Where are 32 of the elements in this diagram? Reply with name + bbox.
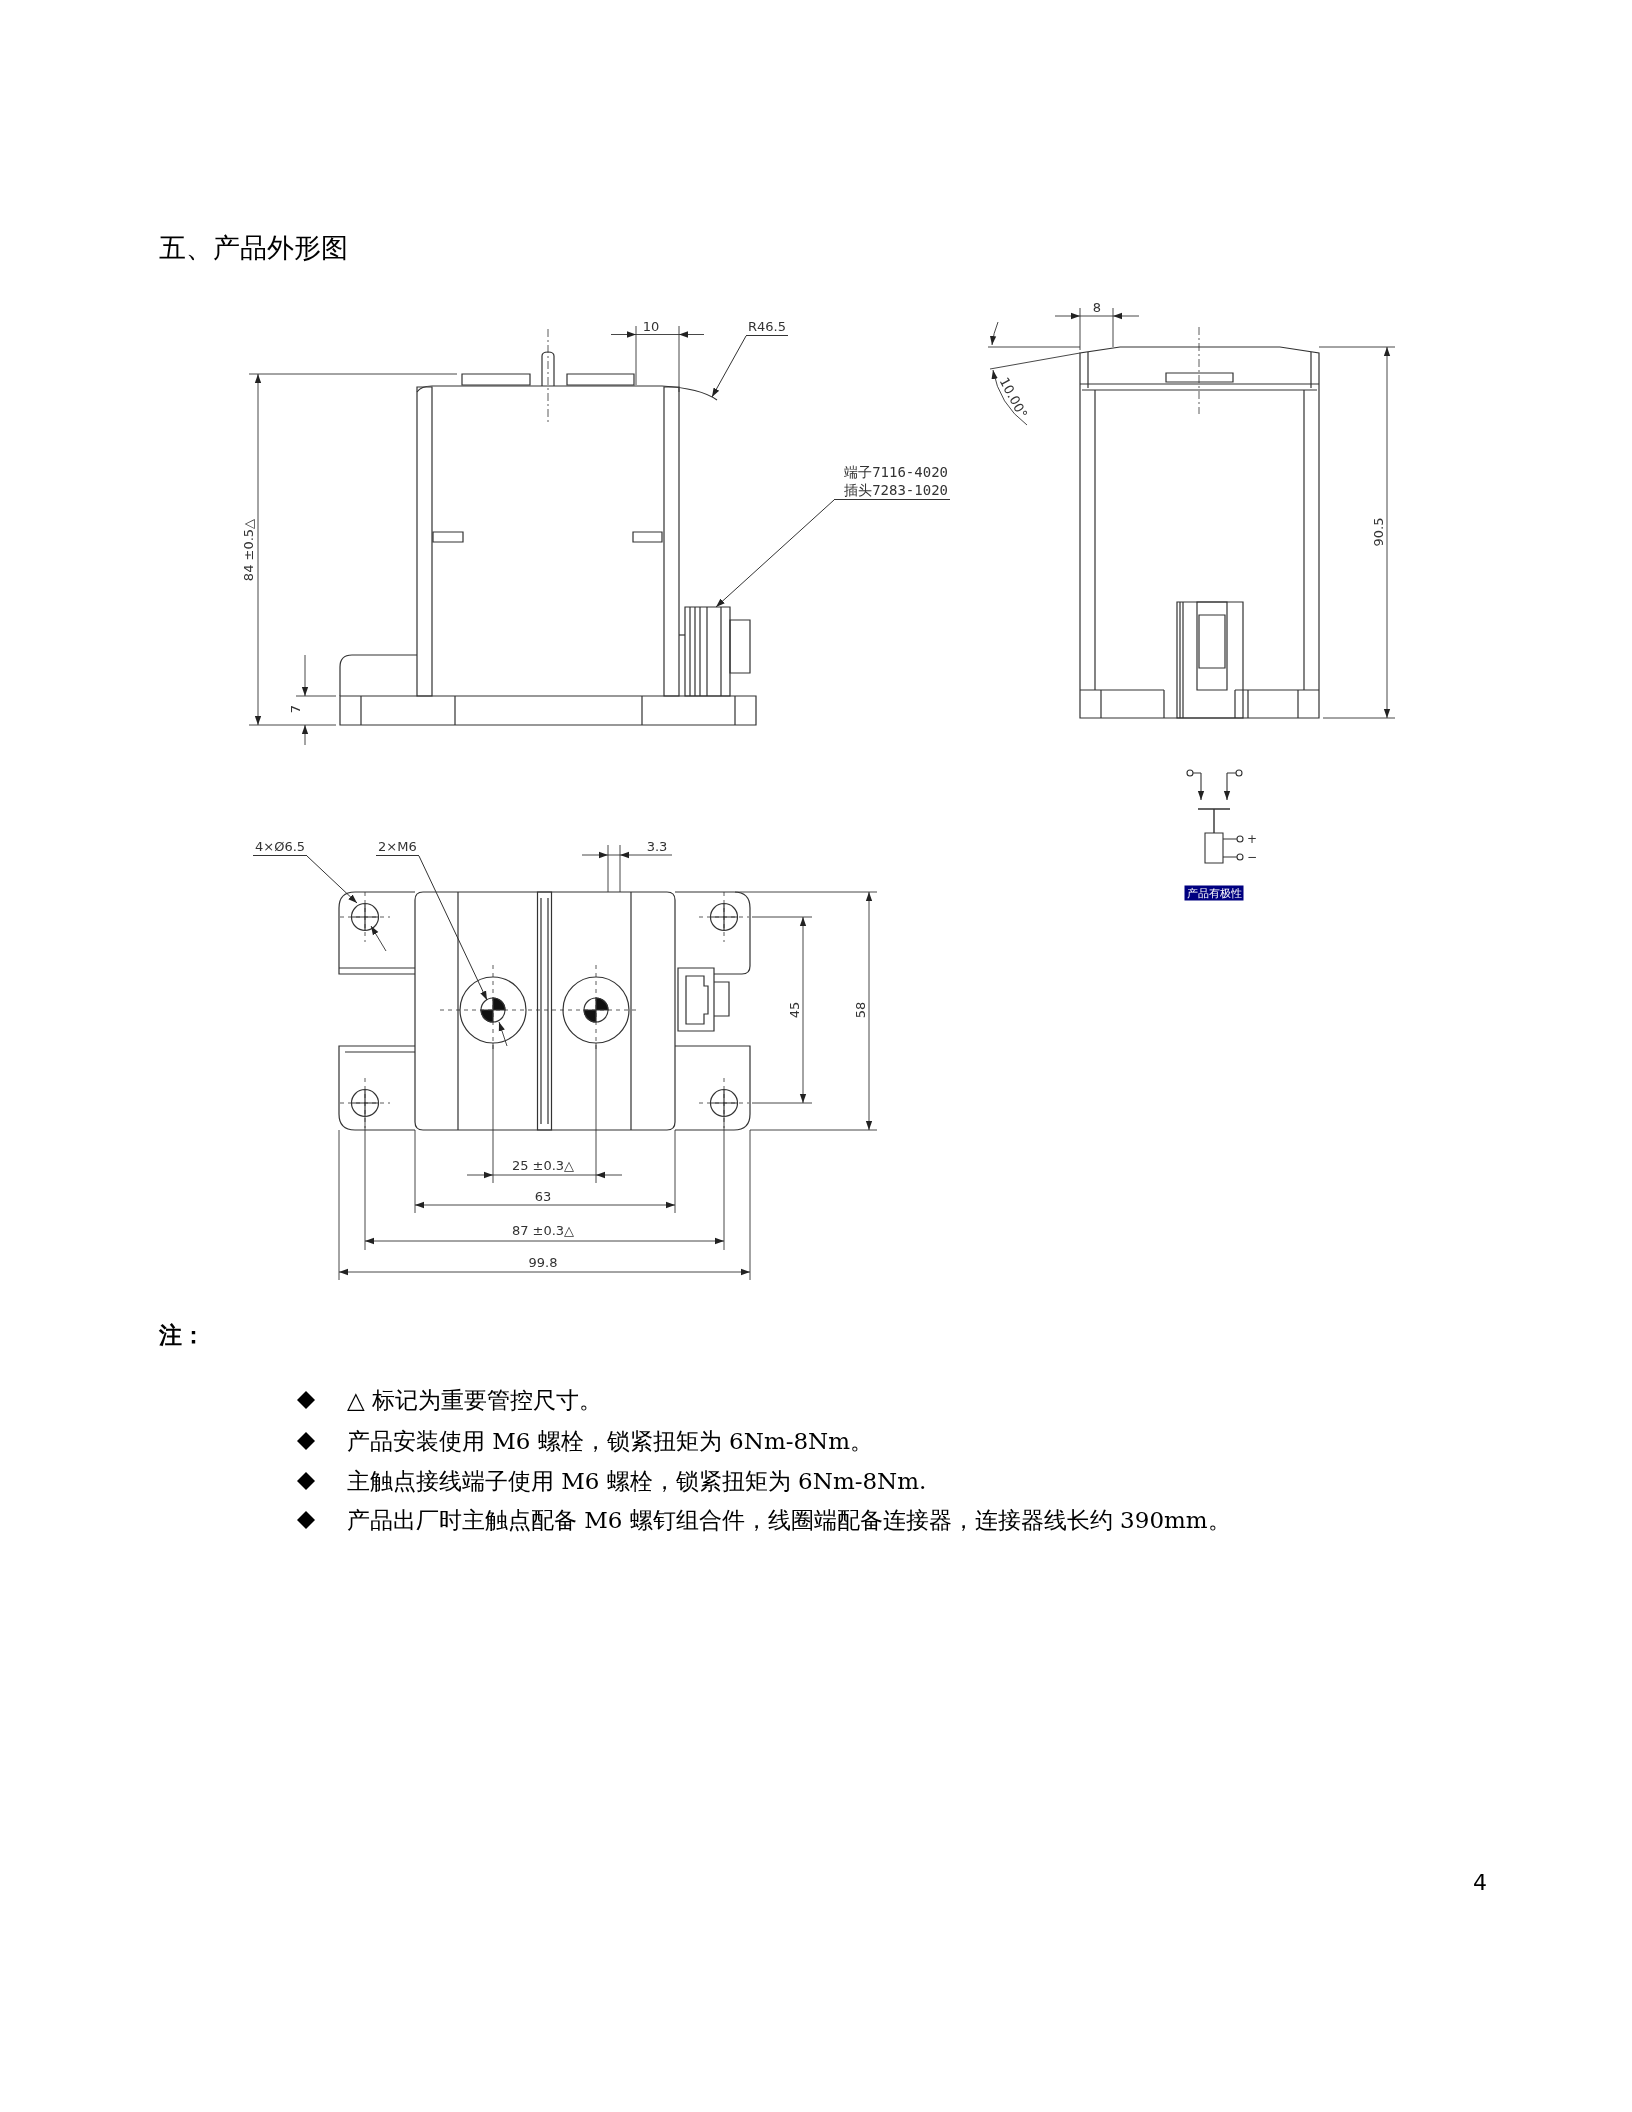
dimension-label: 25 ±0.3△ (511, 1158, 575, 1174)
dimension-label: 90.5 (1371, 517, 1387, 547)
dimension-label: 8 (1092, 300, 1102, 316)
callout-label: 2×M6 (376, 839, 419, 856)
dimension-label: 63 (534, 1189, 552, 1205)
page-title: 五、产品外形图 (159, 232, 348, 264)
housing-top-edge (416, 385, 718, 401)
note-text: 产品出厂时主触点配备 M6 螺钉组合件，线圈端配备连接器，连接器线长约 390mm。 (347, 1506, 1231, 1535)
dimension-label: 3.3 (646, 839, 668, 855)
note-text: △ 标记为重要管控尺寸。 (347, 1386, 602, 1415)
dimension-label: 10 (642, 319, 660, 335)
connector-drawing (684, 606, 751, 697)
leader-line (711, 335, 747, 398)
callout-label: 端子7116-4020 插头7283-1020 (834, 463, 950, 500)
dimension-label: 84 ±0.5△ (241, 518, 257, 582)
callout-label: R46.5 (746, 319, 788, 336)
terminal-sign: − (1246, 849, 1258, 865)
page-number: 4 (1473, 1870, 1487, 1896)
callout-label: 4×Ø6.5 (253, 839, 308, 856)
dimension-label: 87 ±0.3△ (511, 1223, 575, 1239)
notes-heading: 注： (159, 1320, 205, 1350)
dimension-label: 45 (787, 1001, 803, 1019)
dimension-label: 58 (853, 1001, 869, 1019)
dimension-label: 7 (288, 704, 304, 714)
leader-line (418, 855, 488, 1001)
dimension-label: 99.8 (528, 1255, 558, 1271)
note-text: 产品安装使用 M6 螺栓，锁紧扭矩为 6Nm-8Nm。 (347, 1427, 874, 1456)
leader-line (306, 855, 358, 904)
polarity-label: 产品有极性 (1184, 885, 1244, 901)
leader-line (715, 499, 835, 608)
note-text: 主触点接线端子使用 M6 螺栓，锁紧扭矩为 6Nm-8Nm. (347, 1467, 927, 1496)
terminal-sign: + (1246, 831, 1258, 847)
